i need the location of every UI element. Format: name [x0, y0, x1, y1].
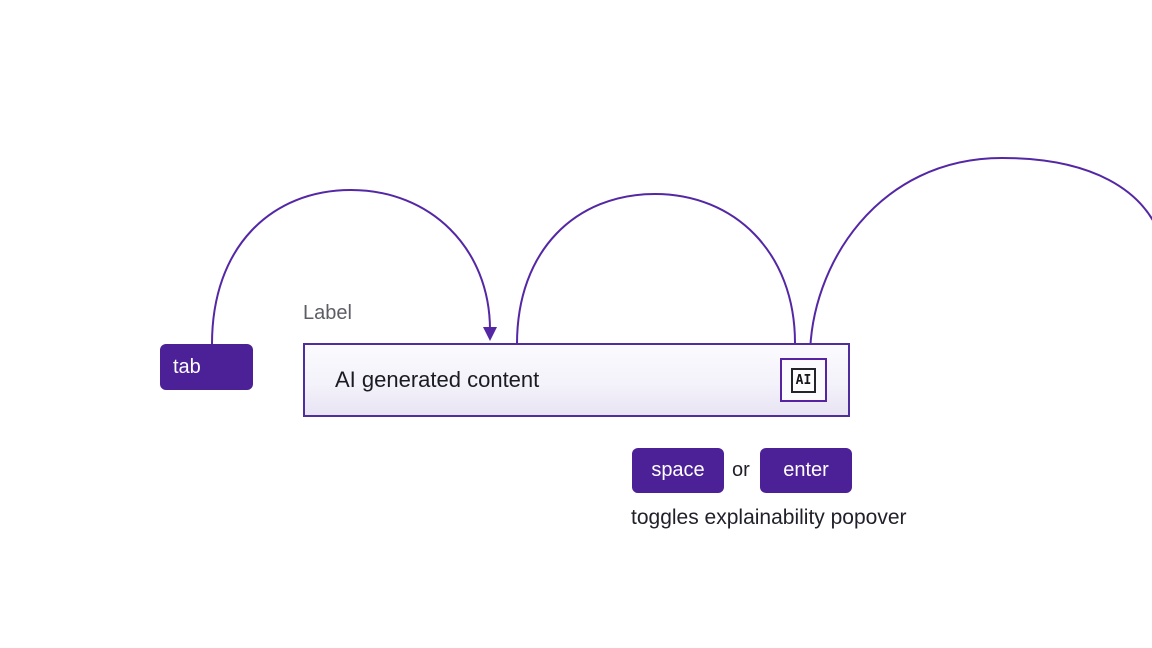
arc-field-to-ai-label	[516, 192, 796, 345]
arc-ai-label-to-next	[809, 156, 1152, 359]
space-keycap: space	[632, 448, 724, 493]
field-value: AI generated content	[335, 367, 540, 392]
or-connector-text: or	[732, 459, 750, 481]
interaction-caption: toggles explainability popover	[631, 506, 907, 529]
tab-keycap: tab	[160, 344, 253, 390]
ai-text-field[interactable]: AI generated content AI	[303, 343, 850, 417]
arrowhead-field-focus	[483, 327, 497, 341]
enter-keycap: enter	[760, 448, 852, 493]
field-label: Label	[303, 302, 352, 324]
ai-label-focus-ring[interactable]: AI	[780, 358, 827, 402]
ai-label-badge[interactable]: AI	[791, 367, 816, 393]
